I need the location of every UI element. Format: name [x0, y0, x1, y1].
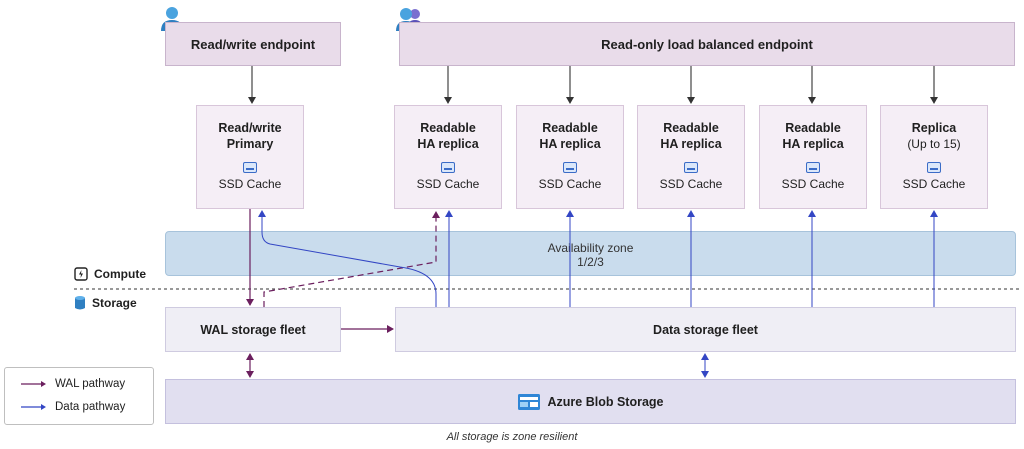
ssd-cache-icon	[563, 162, 577, 173]
node-title: Replica	[911, 121, 957, 135]
diagram-caption: All storage is zone resilient	[446, 431, 578, 443]
ssd-cache-icon	[441, 162, 455, 173]
read-only-endpoint: Read-only load balanced endpoint	[399, 22, 1015, 66]
availability-zone-band: Availability zone 1/2/3	[165, 231, 1016, 276]
node-subtitle: (Up to 15)	[907, 137, 961, 151]
azure-blob-icon	[517, 393, 540, 410]
legend-data-label: Data pathway	[55, 401, 126, 413]
node-title: Readable	[420, 121, 476, 135]
azure-blob-storage: Azure Blob Storage	[165, 379, 1016, 424]
legend-wal-label: WAL pathway	[55, 378, 126, 390]
wal-storage-fleet: WAL storage fleet	[165, 307, 341, 352]
ha-replica-node: Readable HA replica SSD Cache	[516, 105, 624, 209]
node-title: Read/write	[218, 121, 282, 135]
storage-tier-label: Storage	[74, 295, 137, 311]
storage-label: Storage	[92, 296, 137, 310]
node-subtitle: HA replica	[539, 137, 601, 151]
ssd-cache-label: SSD Cache	[416, 177, 480, 191]
legend: WAL pathway Data pathway	[4, 367, 154, 425]
data-storage-fleet: Data storage fleet	[395, 307, 1016, 352]
zone-numbers: 1/2/3	[577, 255, 604, 269]
node-subtitle: Primary	[226, 137, 274, 151]
ssd-cache-icon	[243, 162, 257, 173]
node-subtitle: HA replica	[660, 137, 722, 151]
compute-tier-label: Compute	[74, 267, 146, 281]
zone-label: Availability zone	[547, 241, 634, 255]
node-title: Readable	[663, 121, 719, 135]
ssd-cache-label: SSD Cache	[538, 177, 602, 191]
ssd-cache-icon	[684, 162, 698, 173]
ha-replica-node: Readable HA replica SSD Cache	[394, 105, 502, 209]
ssd-cache-label: SSD Cache	[781, 177, 845, 191]
read-write-endpoint: Read/write endpoint	[165, 22, 341, 66]
azure-blob-label: Azure Blob Storage	[547, 394, 664, 409]
ssd-cache-label: SSD Cache	[218, 177, 282, 191]
ssd-cache-label: SSD Cache	[902, 177, 966, 191]
endpoint-arrows	[248, 66, 938, 104]
read-replica-node: Replica (Up to 15) SSD Cache	[880, 105, 988, 209]
storage-cylinder-icon	[75, 296, 85, 310]
ssd-cache-label: SSD Cache	[659, 177, 723, 191]
node-subtitle: HA replica	[782, 137, 844, 151]
ha-replica-node: Readable HA replica SSD Cache	[759, 105, 867, 209]
compute-label: Compute	[94, 267, 146, 281]
compute-icon	[74, 267, 88, 281]
ha-replica-node: Readable HA replica SSD Cache	[637, 105, 745, 209]
wal-pathway-arrow-icon	[21, 381, 46, 387]
data-pathway-arrow-icon	[21, 404, 46, 410]
node-title: Readable	[785, 121, 841, 135]
node-title: Readable	[542, 121, 598, 135]
ssd-cache-icon	[927, 162, 941, 173]
primary-node: Read/write Primary SSD Cache	[196, 105, 304, 209]
node-subtitle: HA replica	[417, 137, 479, 151]
ssd-cache-icon	[806, 162, 820, 173]
